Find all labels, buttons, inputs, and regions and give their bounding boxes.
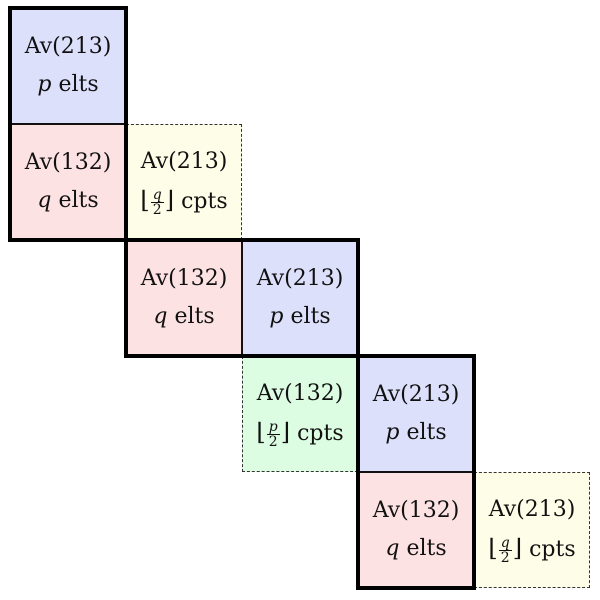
cell-title: Av(213) <box>256 266 344 291</box>
cell-title: Av(213) <box>372 382 460 407</box>
cell-size: p elts <box>269 304 331 329</box>
divider-block1 <box>10 123 126 125</box>
cell-title: Av(213) <box>140 149 228 174</box>
block-horizontal-middle <box>124 238 360 358</box>
cell-title: Av(132) <box>256 381 344 406</box>
divider-block2 <box>241 240 243 356</box>
cell-av213-p-elts-2: Av(213) p elts <box>242 240 358 356</box>
cell-av132-q-elts-1: Av(132) q elts <box>10 124 126 240</box>
cell-title: Av(132) <box>24 150 112 175</box>
cell-av132-q-elts-2: Av(132) q elts <box>126 240 242 356</box>
cell-title: Av(132) <box>372 498 460 523</box>
cell-size: q elts <box>37 188 99 213</box>
cell-size: q elts <box>153 304 215 329</box>
cell-title: Av(213) <box>24 34 112 59</box>
cell-av213-p-elts-1: Av(213) p elts <box>10 8 126 124</box>
block-vertical-top <box>8 6 128 242</box>
divider-block3 <box>358 471 474 473</box>
block-vertical-bottom <box>356 354 476 590</box>
cell-av213-p-elts-3: Av(213) p elts <box>358 356 474 472</box>
cell-av132-q-elts-3: Av(132) q elts <box>358 472 474 588</box>
cell-size: p elts <box>385 420 447 445</box>
cell-size: p elts <box>37 72 99 97</box>
cell-size: q elts <box>385 536 447 561</box>
cell-title: Av(213) <box>488 497 576 522</box>
cell-title: Av(132) <box>140 266 228 291</box>
